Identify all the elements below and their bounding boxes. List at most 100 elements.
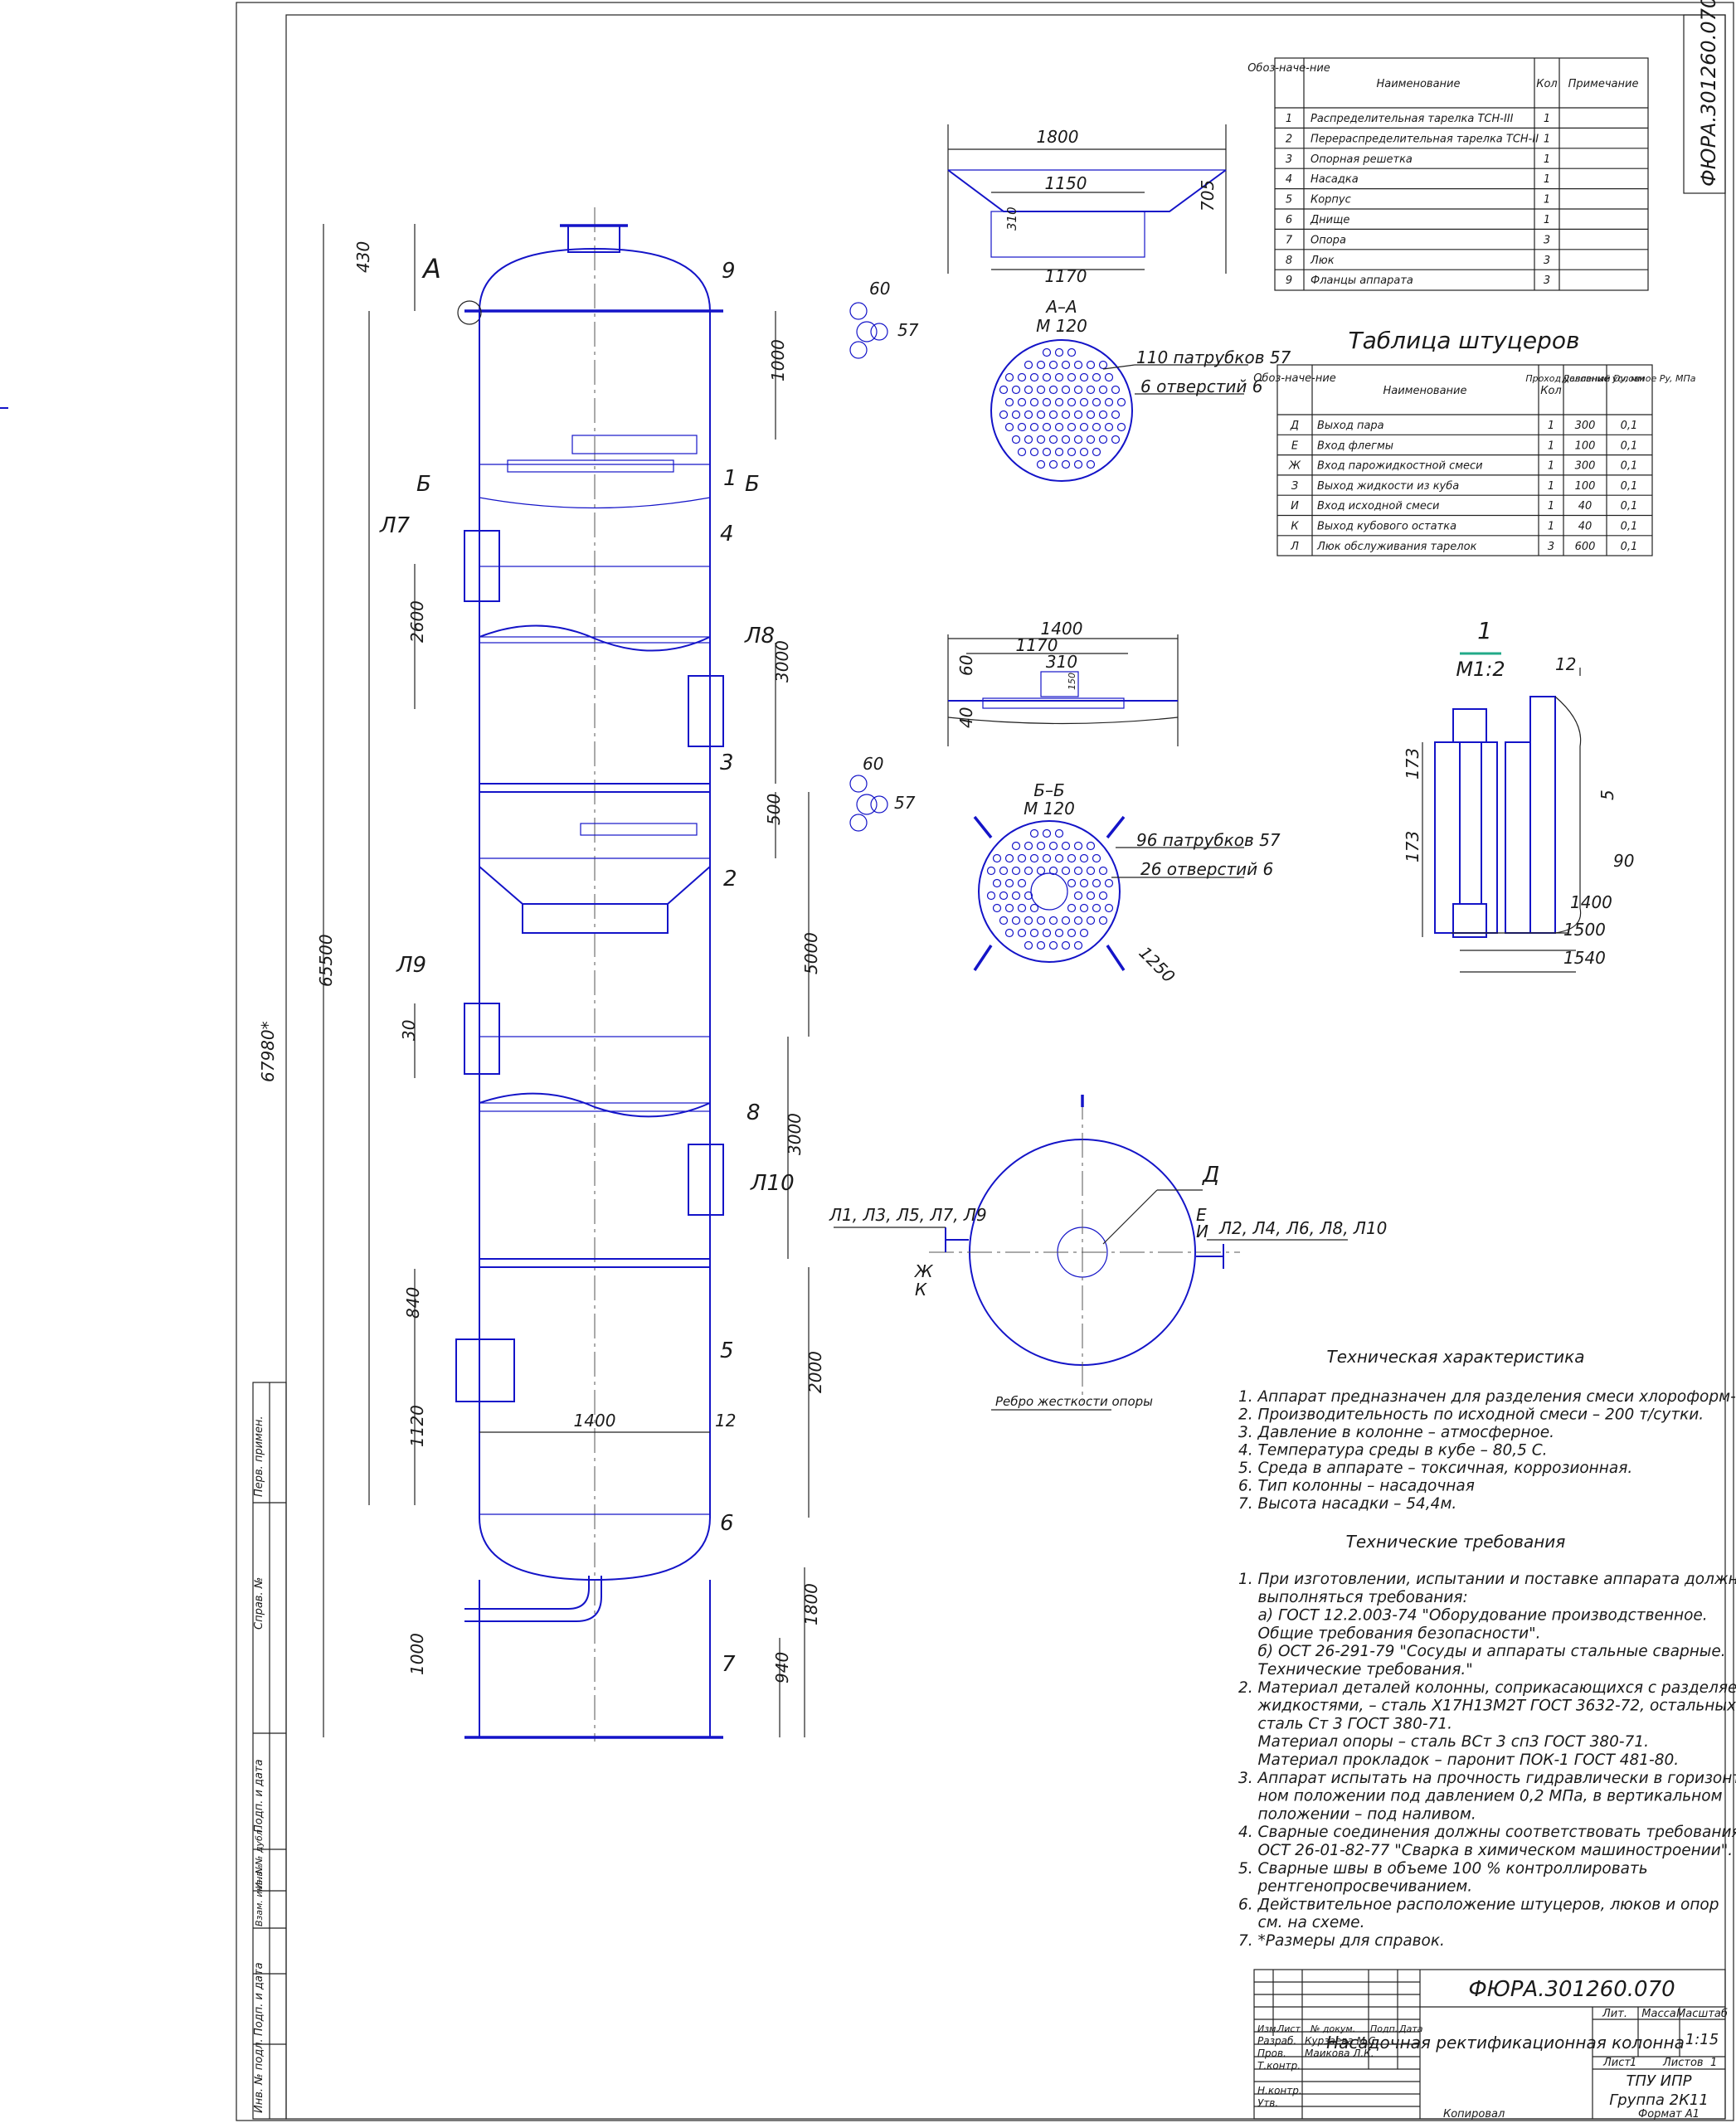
tray-hole bbox=[1048, 459, 1058, 469]
title-col-mass: Масса bbox=[1641, 2008, 1675, 2020]
parts-h-note: Примечание bbox=[1568, 78, 1639, 90]
stamp-h-0: Изм. bbox=[1257, 2023, 1279, 2034]
parts-row-qty: 1 bbox=[1544, 173, 1550, 186]
detail-aa-side bbox=[947, 124, 1227, 274]
manhole-l7: Л7 bbox=[379, 513, 411, 538]
title-name: Насадочная ректификационная колонна bbox=[1326, 2033, 1685, 2053]
tray-hole bbox=[1017, 853, 1027, 863]
tray-hole bbox=[992, 903, 1002, 913]
pos-8: 8 bbox=[746, 1100, 761, 1125]
manhole-l8: Л8 bbox=[744, 624, 775, 649]
aa-scale: М 120 bbox=[1036, 316, 1087, 336]
pos-7: 7 bbox=[722, 1652, 736, 1677]
tray-hole bbox=[1011, 841, 1021, 851]
tray-hole bbox=[1029, 828, 1039, 838]
parts-row-name: Насадка bbox=[1311, 173, 1359, 186]
tech-char-line: 2. Производительность по исходной смеси … bbox=[1238, 1406, 1704, 1424]
tray-hole bbox=[1067, 853, 1077, 863]
tray-hole bbox=[1061, 916, 1071, 925]
pos-3: 3 bbox=[720, 751, 734, 775]
bb-d2: 1170 bbox=[1016, 635, 1058, 655]
nozzle-row-dy: 300 bbox=[1575, 460, 1596, 473]
detail1-d90: 90 bbox=[1613, 851, 1634, 871]
dim-gap: 500 bbox=[764, 794, 784, 825]
plan-i-label: И bbox=[1196, 1222, 1208, 1241]
tray-hole bbox=[1042, 372, 1052, 382]
dim-skirt: 1800 bbox=[801, 1583, 821, 1625]
plan-d-label: Д bbox=[1202, 1163, 1219, 1188]
tray-hole bbox=[1004, 853, 1014, 863]
parts-row-num: 2 bbox=[1286, 133, 1292, 145]
title-sheet-label: Лист bbox=[1602, 2057, 1631, 2069]
aa-small-d1: 60 bbox=[869, 279, 890, 299]
tray-hole bbox=[1017, 878, 1027, 888]
nozzle-h-name: Наименование bbox=[1383, 385, 1466, 397]
tray-hole bbox=[1104, 372, 1114, 382]
tray-hole bbox=[1104, 422, 1114, 432]
bb-h2: 40 bbox=[956, 707, 976, 728]
tech-char-line: 3. Давление в колонне – атмосферное. bbox=[1238, 1424, 1554, 1441]
tray-hole bbox=[1092, 447, 1101, 457]
bb-diam: 1250 bbox=[1135, 943, 1179, 987]
detail1-d5: 5 bbox=[1597, 789, 1617, 800]
bb-h3: 150 bbox=[1067, 673, 1077, 690]
tray-hole bbox=[1092, 422, 1101, 432]
tray-hole bbox=[1098, 385, 1108, 395]
parts-row-name: Распределительная тарелка ТСН-III bbox=[1311, 113, 1514, 125]
bb-d3: 310 bbox=[1046, 652, 1077, 672]
dim-diam: 1400 bbox=[574, 1411, 616, 1431]
tray-hole bbox=[1042, 447, 1052, 457]
title-sheets-label: Листов bbox=[1662, 2057, 1704, 2069]
tray-hole bbox=[1042, 422, 1052, 432]
dim-bottom2: 1120 bbox=[407, 1405, 427, 1447]
tech-char-line: 5. Среда в аппарате – токсичная, коррози… bbox=[1238, 1460, 1632, 1477]
nozzle-row-code: Д bbox=[1290, 420, 1299, 432]
title-copied: Копировал bbox=[1443, 2108, 1505, 2121]
tech-req-line: см. на схеме. bbox=[1238, 1914, 1364, 1931]
tray-hole bbox=[986, 891, 996, 901]
pos-5: 5 bbox=[720, 1338, 734, 1363]
nozzle-row-name: Вход исходной смеси bbox=[1317, 500, 1440, 513]
tray-hole bbox=[1024, 866, 1033, 876]
tray-hole bbox=[1048, 360, 1058, 370]
tray-hole bbox=[1098, 866, 1108, 876]
tray-hole bbox=[1011, 410, 1021, 420]
tray-hole bbox=[1011, 866, 1021, 876]
title-org1: ТПУ ИПР bbox=[1626, 2072, 1691, 2090]
nozzle-row-qty: 3 bbox=[1548, 541, 1554, 553]
tray-hole bbox=[1024, 435, 1033, 445]
nozzle-row-name: Вход парожидкостной смеси bbox=[1317, 460, 1483, 473]
tech-req-line: выполняться требования: bbox=[1238, 1589, 1468, 1606]
tray-hole bbox=[1036, 940, 1046, 950]
nozzle-row-py: 0,1 bbox=[1621, 521, 1638, 533]
tray-hole bbox=[1017, 903, 1027, 913]
manhole-l9: Л9 bbox=[396, 953, 426, 978]
nozzle-row-qty: 1 bbox=[1548, 480, 1554, 493]
tech-char-line: 1. Аппарат предназначен для разделения с… bbox=[1238, 1388, 1736, 1406]
tray-hole bbox=[1073, 940, 1083, 950]
side-stamp-1: Справ. № bbox=[253, 1577, 265, 1630]
detail1-d173a: 173 bbox=[1403, 748, 1422, 780]
tech-req-line: 4. Сварные соединения должны соответство… bbox=[1238, 1824, 1736, 1841]
tray-hole bbox=[1042, 397, 1052, 407]
tray-hole bbox=[1029, 447, 1039, 457]
parts-row-num: 4 bbox=[1286, 173, 1292, 186]
tray-hole bbox=[1116, 422, 1126, 432]
tray-hole bbox=[1011, 891, 1021, 901]
parts-row-qty: 3 bbox=[1544, 274, 1550, 287]
tray-hole bbox=[1067, 447, 1077, 457]
tray-hole bbox=[1079, 422, 1089, 432]
parts-row-num: 9 bbox=[1286, 274, 1292, 287]
tray-hole bbox=[986, 866, 996, 876]
dim-pack3: 30 bbox=[399, 1020, 419, 1041]
tray-hole bbox=[1086, 435, 1096, 445]
detail-1 bbox=[1422, 652, 1582, 973]
parts-row-qty: 1 bbox=[1544, 153, 1550, 166]
tray-hole bbox=[1017, 422, 1027, 432]
tray-hole bbox=[1061, 940, 1071, 950]
tray-hole bbox=[1086, 410, 1096, 420]
tray-hole bbox=[999, 410, 1009, 420]
